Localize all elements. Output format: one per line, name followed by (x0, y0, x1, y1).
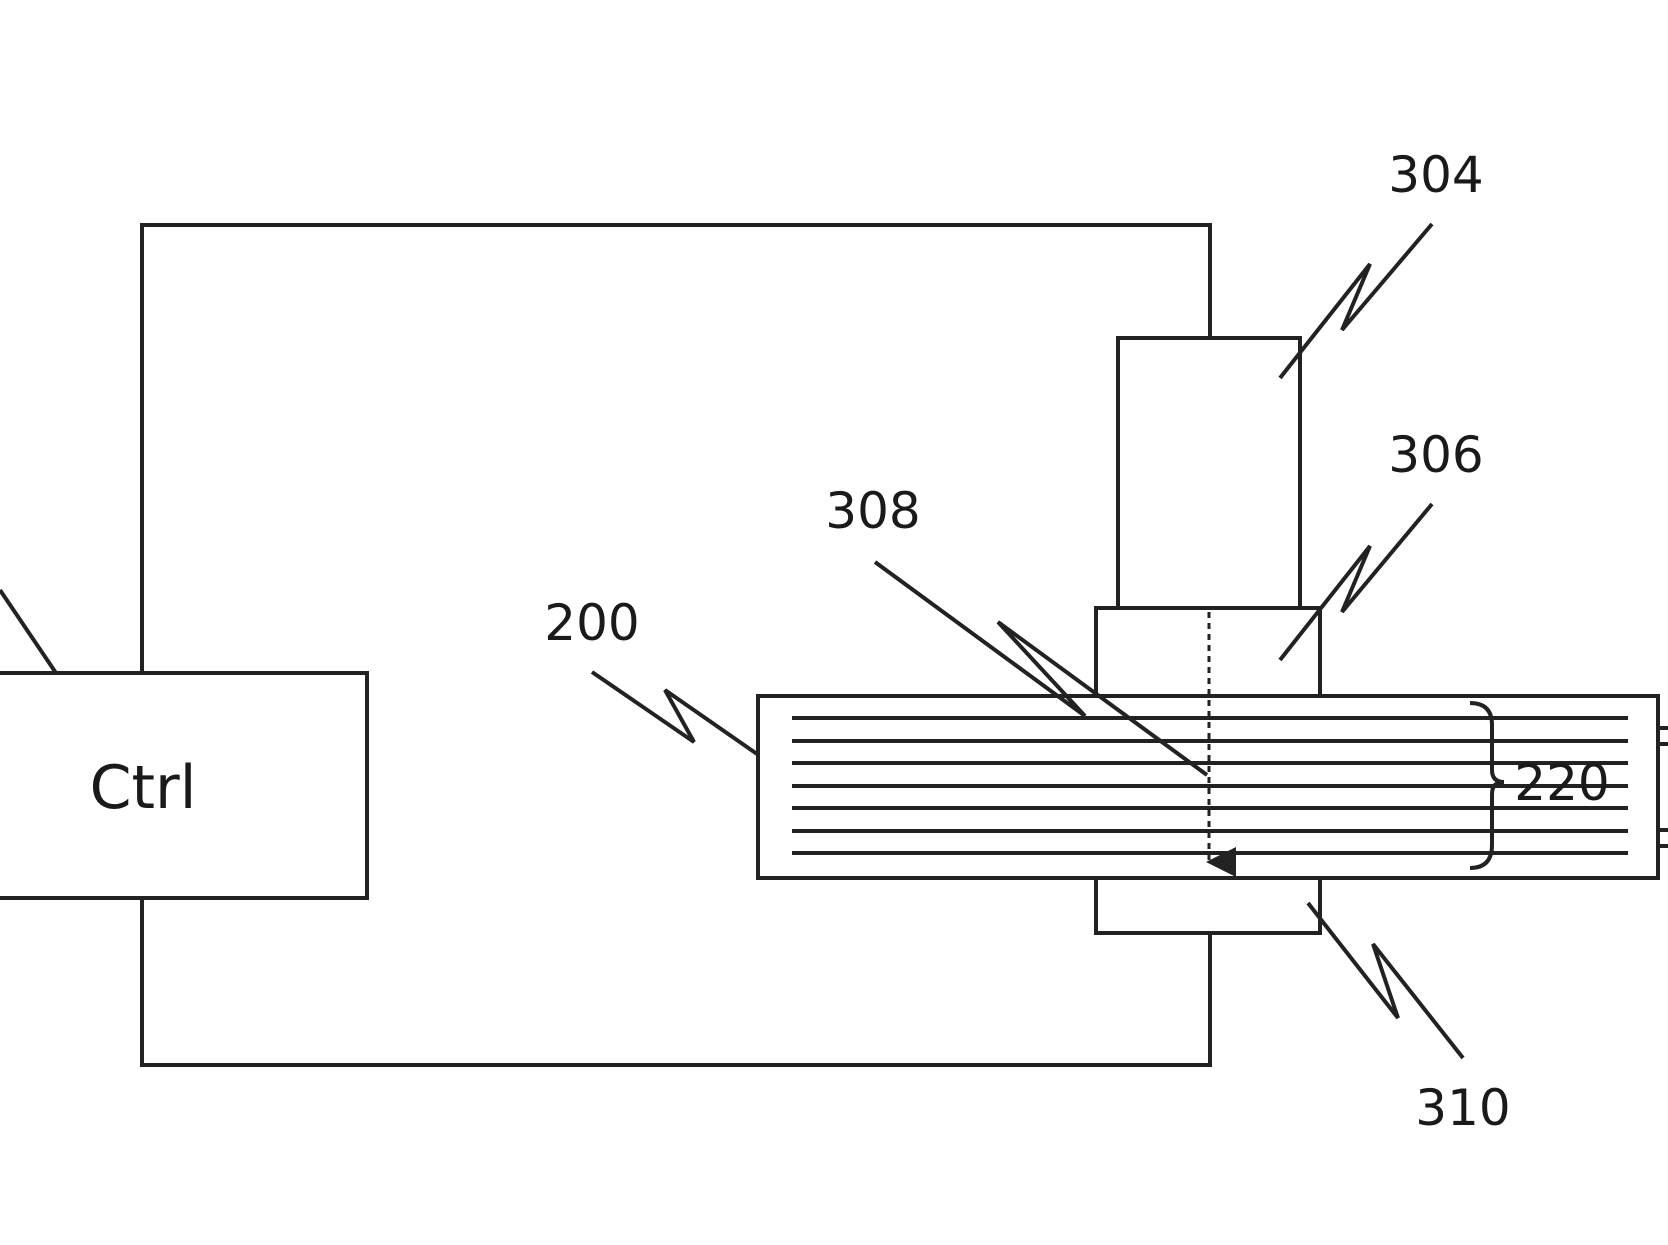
leader-line-304 (1278, 222, 1434, 380)
leader-line-310 (1306, 901, 1465, 1060)
ref-label-304: 304 (1388, 146, 1483, 204)
controller-leader-line (0, 588, 58, 675)
controller-box (0, 671, 369, 900)
leader-line-308 (873, 560, 1209, 777)
component-310 (1094, 876, 1322, 935)
ref-label-220: 220 (1514, 754, 1609, 812)
ref-label-308: 308 (825, 482, 920, 540)
leader-line-200 (590, 670, 759, 756)
layer-stack-brace (1469, 701, 1505, 870)
ref-label-306: 306 (1388, 426, 1483, 484)
right-edge-tabs (1658, 726, 1668, 848)
controller-label: Ctrl (90, 753, 197, 823)
ref-label-310: 310 (1415, 1079, 1510, 1137)
outer-loop-frame (140, 223, 1212, 1067)
leader-line-306 (1278, 502, 1434, 662)
layer-stack-220 (792, 716, 1628, 855)
component-304 (1116, 336, 1302, 610)
ref-label-200: 200 (544, 594, 639, 652)
